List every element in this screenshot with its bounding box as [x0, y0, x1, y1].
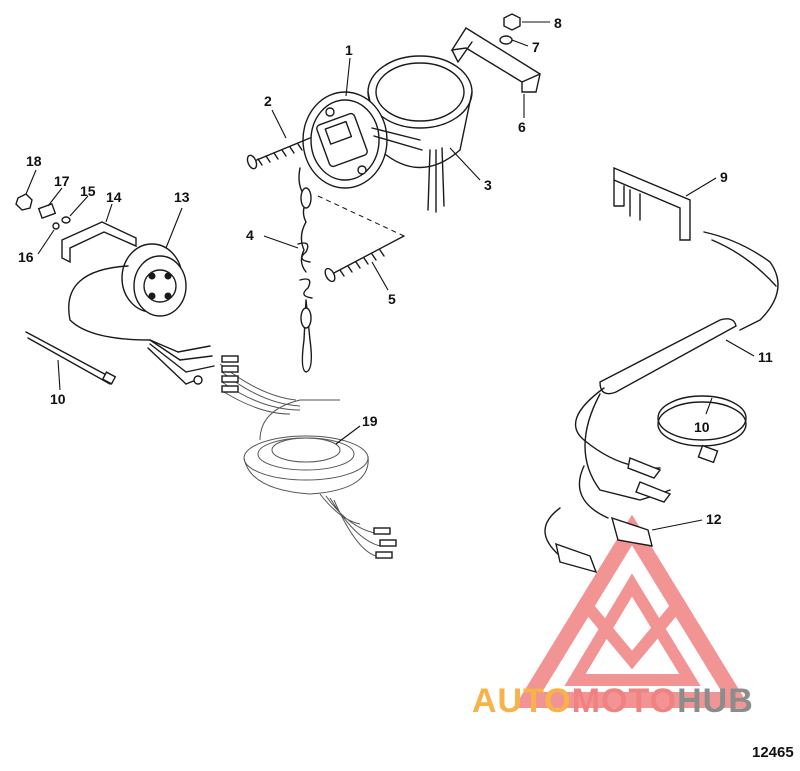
- watermark-logo-icon: [513, 514, 751, 708]
- callout-5: 5: [388, 291, 396, 307]
- fastener-part-16: [52, 222, 60, 230]
- sender-bracket-part: [613, 166, 691, 241]
- figure-number: 12465: [752, 744, 794, 761]
- watermark-hub: HUB: [677, 682, 754, 720]
- callout-15: 15: [80, 183, 96, 199]
- screw-part-5: [324, 235, 405, 283]
- cable-tie-part: [25, 331, 117, 385]
- callout-10-hose-clamp: 10: [694, 419, 710, 435]
- u-bracket-part: [61, 221, 137, 264]
- callout-labels: 1 2 3 4 5 6 7 8 9 10 10 11 12 13 14 15 1…: [18, 15, 773, 527]
- callout-16: 16: [18, 249, 34, 265]
- callout-8: 8: [554, 15, 562, 31]
- watermark-text: AUTOMOTOHUB: [472, 682, 754, 721]
- callout-18: 18: [26, 153, 42, 169]
- callout-leaders: [25, 21, 755, 531]
- fastener-part-18: [15, 193, 33, 211]
- callout-6: 6: [518, 119, 526, 135]
- callout-3: 3: [484, 177, 492, 193]
- fastener-part-17: [37, 203, 57, 219]
- gauge-housing-part: [367, 55, 473, 213]
- washer-part: [499, 35, 513, 45]
- callout-13: 13: [174, 189, 190, 205]
- sender-leads-part: [544, 465, 653, 574]
- screw-part-2: [246, 137, 311, 170]
- gauge-bezel-part: [302, 91, 423, 189]
- callout-17: 17: [54, 173, 70, 189]
- lanyard-clip-part: [297, 167, 313, 373]
- gauge-head-part: [68, 243, 215, 385]
- mounting-bracket-part: [450, 27, 541, 93]
- callout-4: 4: [246, 227, 254, 243]
- callout-19: 19: [362, 413, 378, 429]
- callout-9: 9: [720, 169, 728, 185]
- nut-part: [503, 13, 521, 31]
- watermark-auto: AUTO: [472, 682, 572, 720]
- callout-11: 11: [758, 349, 773, 365]
- callout-1: 1: [345, 42, 353, 58]
- assembly-dashed-line: [317, 195, 405, 237]
- extension-harness-part: [219, 355, 397, 559]
- sensor-harness-part: [574, 231, 779, 503]
- callout-7: 7: [532, 39, 540, 55]
- fastener-part-15: [61, 216, 71, 224]
- callout-2: 2: [264, 93, 272, 109]
- watermark-moto: MOTO: [571, 682, 678, 720]
- callout-10-cable-tie: 10: [50, 391, 66, 407]
- callout-12: 12: [706, 511, 722, 527]
- hose-clamp-part: [657, 395, 747, 464]
- callout-14: 14: [106, 189, 122, 205]
